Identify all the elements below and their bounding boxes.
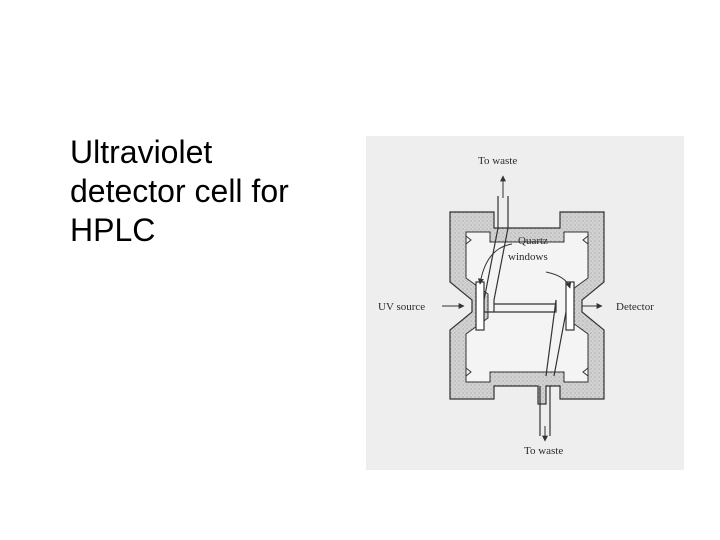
label-detector: Detector	[616, 301, 654, 313]
wall-notches	[465, 235, 589, 377]
quartz-window-right	[565, 281, 575, 331]
uv-detector-cell-diagram: To waste Quartz windows UV source Detect…	[366, 136, 684, 470]
label-quartz: Quartz	[518, 235, 548, 247]
label-to-waste-top: To waste	[478, 155, 517, 167]
slide-title: Ultraviolet detector cell for HPLC	[70, 133, 340, 250]
top-outlet-tube	[497, 196, 509, 228]
quartz-left-pointer	[477, 243, 513, 285]
title-line-3: HPLC	[70, 212, 156, 248]
label-windows: windows	[508, 251, 548, 263]
quartz-window-left	[475, 281, 485, 331]
title-line-2: detector cell for	[70, 173, 289, 209]
label-uv-source: UV source	[378, 301, 425, 313]
title-line-1: Ultraviolet	[70, 134, 213, 170]
quartz-right-pointer	[545, 271, 572, 289]
label-to-waste-bottom: To waste	[524, 445, 563, 457]
bottom-outlet-tube	[539, 386, 551, 436]
flow-channel	[483, 227, 567, 377]
diagram-canvas: To waste Quartz windows UV source Detect…	[366, 136, 684, 470]
